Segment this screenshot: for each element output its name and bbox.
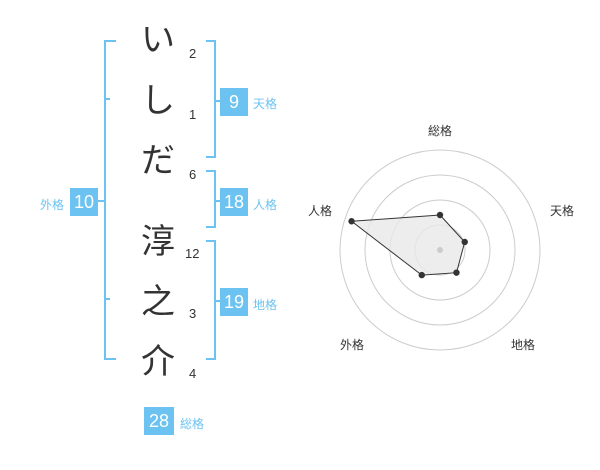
gaikaku-value: 10 [70, 188, 98, 216]
name-char-6: 介 [141, 342, 175, 382]
radar-point-2 [453, 269, 460, 276]
radar-label-gaikaku: 外格 [340, 338, 365, 352]
soukaku-label: 総格 [180, 417, 205, 431]
gaikaku-label: 外格 [40, 198, 65, 212]
jinkaku-label: 人格 [253, 198, 278, 212]
name-char-3: だ [141, 141, 175, 181]
stroke-count-3: 6 [189, 167, 197, 182]
stroke-count-6: 4 [189, 366, 197, 381]
radar-chart [339, 149, 541, 351]
name-char-2: し [141, 81, 175, 121]
radar-point-1 [461, 238, 468, 246]
radar-label-chikaku: 地格 [511, 338, 536, 352]
radar-points [348, 211, 468, 279]
radar-point-4 [348, 218, 355, 225]
stroke-count-4: 12 [185, 246, 200, 261]
radar-label-tenkaku: 天格 [550, 204, 575, 218]
tenkaku-value: 9 [220, 88, 248, 116]
tenkaku-label: 天格 [253, 97, 278, 111]
radar-polygon [350, 214, 466, 276]
radar-ring [364, 174, 516, 326]
soukaku-value: 28 [144, 407, 174, 435]
radar-label-soukaku: 総格 [428, 124, 453, 138]
radar-point-0 [436, 211, 444, 219]
radar-center-dot [437, 247, 443, 253]
stroke-count-5: 3 [189, 306, 197, 321]
stroke-count-2: 1 [189, 107, 197, 122]
radar-label-jinkaku: 人格 [308, 204, 333, 218]
stroke-count-1: 2 [189, 46, 197, 61]
jinkaku-value: 18 [220, 188, 248, 216]
radar-ring [339, 149, 541, 351]
name-char-5: 之 [141, 282, 175, 322]
name-char-4: 淳 [141, 222, 175, 262]
chikaku-label: 地格 [253, 298, 278, 312]
chikaku-value: 19 [220, 288, 248, 316]
radar-point-3 [418, 271, 425, 279]
name-char-1: い [141, 20, 175, 60]
